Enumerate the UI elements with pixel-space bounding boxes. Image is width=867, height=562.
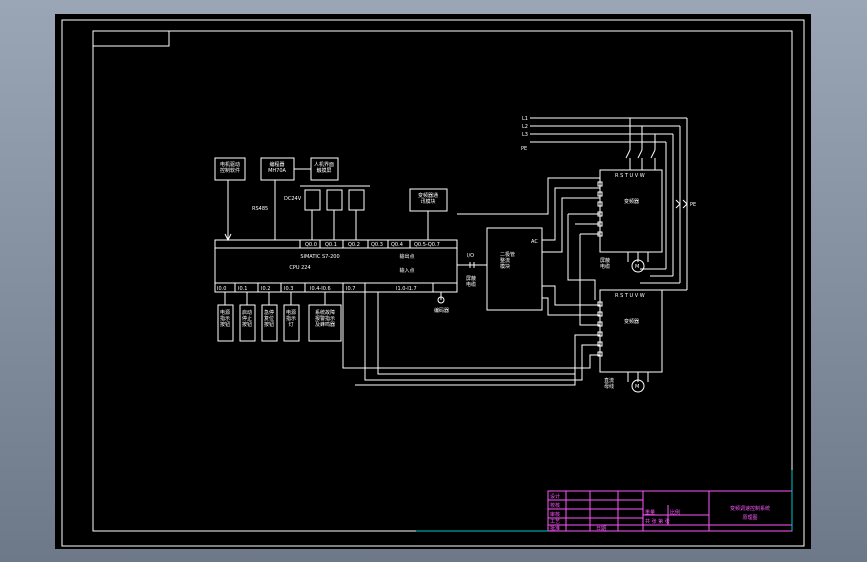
plc-cpu: CPU 224 [289, 265, 310, 271]
block-comm-module-label: 变频器通讯模块 [418, 192, 438, 205]
outer-frame [61, 19, 805, 547]
term-i4: I0.4-I0.6 [310, 286, 331, 292]
label-dc24: DC24V [284, 196, 302, 202]
plc-s7-200[interactable] [214, 239, 458, 293]
vfd-2-terminals-left [597, 301, 603, 357]
title-sheet: 共 张 第 张 [645, 518, 670, 525]
term-i2: I0.2 [261, 286, 270, 292]
input-device-3-label: 急停复位按钮 [264, 309, 274, 328]
label-L1: L1 [522, 116, 528, 122]
title-date: 日期 [596, 526, 606, 532]
motor-2 [631, 379, 645, 393]
term-q0: Q0.0 [305, 242, 317, 248]
label-rs485: RS485 [252, 206, 268, 212]
corner-box [92, 30, 170, 47]
term-i3: I0.3 [284, 286, 293, 292]
input-device-1-label: 电源指示按钮 [220, 309, 230, 328]
vfd-1-terminals: R S T U V W [615, 173, 645, 179]
label-pe-bus: PE [690, 202, 696, 208]
label-L3: L3 [522, 132, 528, 138]
motor-1 [631, 259, 645, 273]
vfd-2[interactable] [599, 289, 663, 373]
title-row-check: 校核 [550, 502, 560, 509]
term-q1: Q0.1 [325, 242, 337, 248]
title-row-review: 审核 [550, 511, 560, 518]
plc-output-terminals [299, 240, 411, 248]
motor-2-label: M [635, 384, 639, 390]
term-q3: Q0.3 [371, 242, 383, 248]
input-device-5-label: 系统故障报警指示及蜂鸣器 [315, 309, 335, 328]
term-q4: Q0.4 [391, 242, 403, 248]
title-row-approve: 批准 [550, 525, 560, 532]
block-drive-software-label: 电机驱动控制软件 [220, 161, 240, 174]
title-scale: 比例 [670, 509, 680, 516]
label-cable1: 屏蔽电缆 [466, 275, 476, 288]
plc-input-terminals [234, 283, 434, 292]
title-row-design: 设计 [550, 493, 560, 500]
term-q5: Q0.5-Q0.7 [414, 242, 440, 248]
term-i5: I0.7 [346, 286, 355, 292]
vfd-2-terminals: R S T U V W [615, 293, 645, 299]
label-PE: PE [521, 146, 527, 152]
title-weight: 重量 [645, 509, 655, 516]
block-hmi-label: 人机界面触摸屏 [314, 161, 334, 174]
drawing-subtitle: 原理图 [742, 515, 757, 521]
power-lines [530, 117, 688, 291]
term-q2: Q0.2 [348, 242, 360, 248]
plc-input-label: 输入点 [399, 267, 414, 274]
input-device-2-label: 启动停止按钮 [242, 309, 252, 328]
control-wiring [342, 177, 600, 386]
block-drive-software[interactable] [214, 157, 246, 181]
module-2[interactable] [326, 189, 343, 211]
label-ac: AC [531, 239, 538, 245]
vfd-1[interactable] [599, 169, 663, 253]
term-i0: I0.0 [217, 286, 226, 292]
term-i6: I1.0-I1.7 [396, 286, 417, 292]
motor-1-label: M [635, 264, 639, 270]
module-3[interactable] [348, 189, 365, 211]
input-device-4-label: 电源指示灯 [286, 309, 296, 328]
block-rectifier-label: 二极管整流模块 [500, 251, 515, 270]
break-mark [675, 199, 688, 209]
drawing-title: 变频调速控制系统 [730, 505, 770, 512]
label-encoder: 编码器 [434, 307, 449, 314]
vfd-1-label: 变频器 [624, 198, 639, 205]
label-cable2: 屏蔽电缆 [600, 257, 610, 270]
term-i1: I0.1 [238, 286, 247, 292]
title-block[interactable] [416, 470, 793, 532]
label-L2: L2 [522, 124, 528, 130]
label-dcbus: 直流母线 [604, 377, 614, 390]
label-io: I/O [467, 253, 474, 259]
vfd-2-label: 变频器 [624, 318, 639, 325]
module-1[interactable] [304, 189, 321, 211]
plc-output-label: 输出点 [399, 253, 414, 260]
plc-model: SIMATIC S7-200 [300, 254, 339, 260]
block-rectifier[interactable] [486, 227, 543, 311]
title-row-process: 工艺 [550, 519, 560, 525]
